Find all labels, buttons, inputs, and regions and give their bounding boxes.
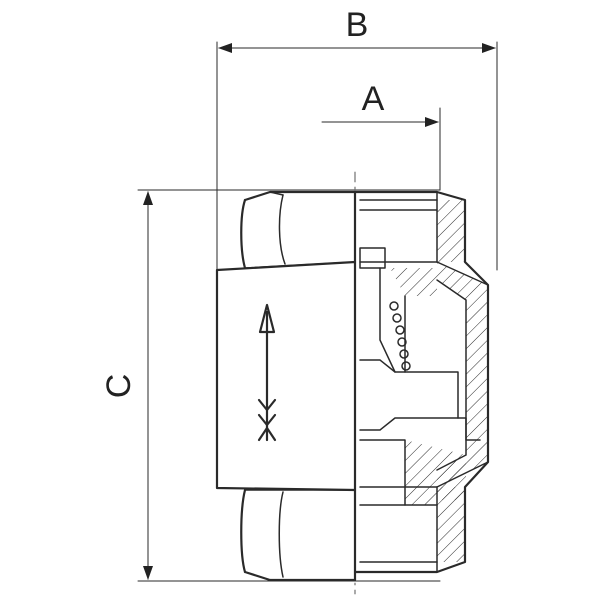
flow-direction-arrow [257, 303, 277, 442]
insert-section-top [390, 268, 437, 296]
hex-upper-bottom [244, 261, 356, 269]
dimension-c-label: C [100, 374, 138, 399]
valve-disc [359, 359, 459, 431]
hex-upper-top [243, 190, 357, 202]
housing-shoulder [436, 261, 489, 488]
spring-coil [401, 361, 411, 371]
dimension-a: A [321, 80, 441, 191]
spring-coil [389, 301, 399, 311]
spring-coil [395, 325, 405, 335]
hex-center-body [215, 260, 357, 492]
hex-lower-bottom [243, 570, 357, 582]
spring-coil [397, 337, 407, 347]
flow-arrow-tail [257, 426, 277, 442]
thread-section-bottom [437, 487, 465, 562]
dimension-c: C [100, 189, 441, 582]
dimension-b: B [216, 6, 498, 271]
housing-inner-bore [436, 279, 467, 471]
hex-upper-corner [269, 191, 284, 196]
insert-section-bottom [405, 440, 466, 505]
spring [389, 301, 411, 371]
thread-section-top [437, 200, 465, 262]
hex-lower-edge [278, 491, 284, 578]
spring-coil [399, 349, 409, 359]
lower-bore-lines [359, 486, 438, 563]
right-outline [353, 190, 490, 574]
lower-seat [359, 439, 406, 506]
upper-bore-lines [359, 199, 438, 263]
dimension-b-label: B [346, 6, 369, 44]
hex-upper-left-flat [240, 198, 247, 270]
dimension-a-label: A [362, 80, 385, 118]
hex-upper-edge [278, 194, 286, 265]
hex-lower-left-flat [240, 488, 247, 574]
disc-lip [457, 417, 481, 441]
housing-section-right [437, 262, 488, 487]
seat-upper [359, 247, 386, 269]
flow-arrow-fletching [257, 398, 277, 427]
stem-guide [379, 267, 396, 373]
flow-arrow-head [258, 303, 276, 334]
spring-coil [392, 313, 402, 323]
valve-body [215, 171, 490, 595]
